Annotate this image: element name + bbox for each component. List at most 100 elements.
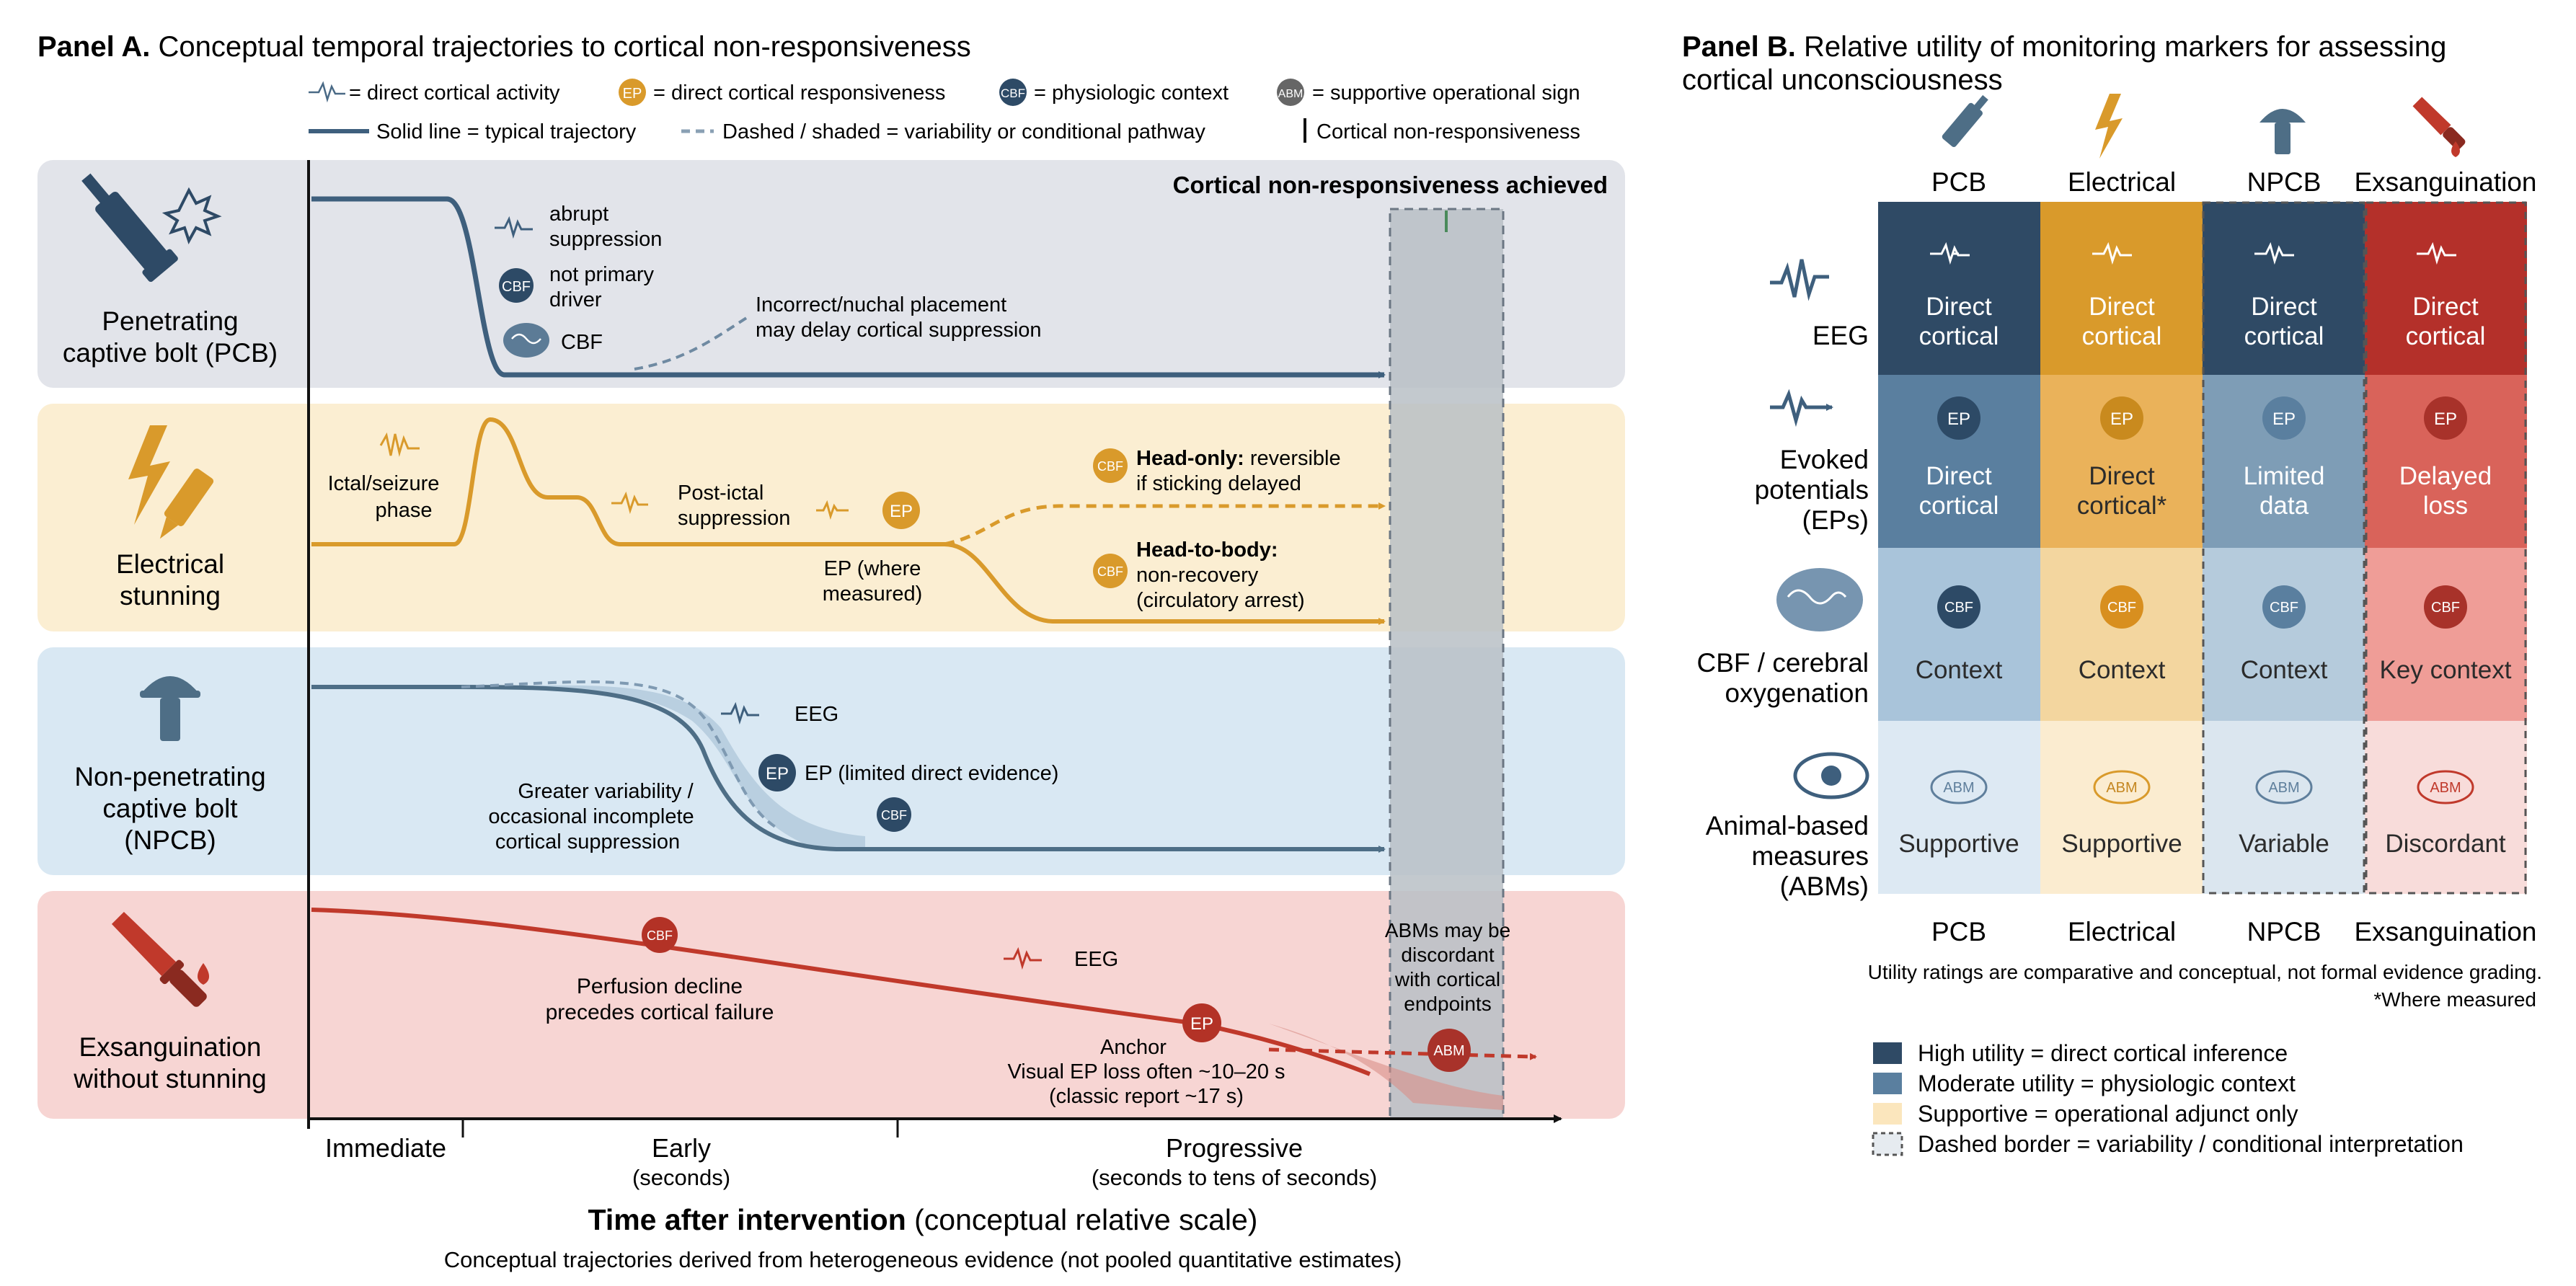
mushroom-bolt-icon — [140, 676, 200, 741]
svg-text:abrupt: abrupt — [549, 203, 608, 226]
col-header-npcb: NPCB — [2247, 167, 2322, 197]
eeg-wave-icon — [721, 701, 759, 725]
cbf-badge-icon — [2424, 585, 2467, 629]
svg-text:phase: phase — [375, 499, 432, 522]
panel-b-legend: High utility = direct cortical inference… — [1872, 1040, 2464, 1157]
svg-text:CBF: CBF — [561, 331, 603, 354]
svg-text:CBF: CBF — [1097, 564, 1123, 579]
eeg-wave-icon — [309, 81, 345, 103]
svg-text:EP: EP — [2110, 409, 2133, 429]
eeg-wave-icon — [2254, 241, 2294, 265]
svg-text:suppression: suppression — [678, 507, 790, 530]
svg-text:may delay cortical suppression: may delay cortical suppression — [756, 319, 1042, 342]
svg-text:Direct: Direct — [2412, 293, 2479, 321]
svg-text:ABMs may be: ABMs may be — [1385, 919, 1510, 941]
eeg-wave-icon — [2417, 241, 2456, 265]
cell-cbf-exsanguination — [2365, 548, 2527, 721]
svg-text:cortical: cortical — [2406, 322, 2486, 350]
abm-badge-icon — [2255, 770, 2313, 804]
electrode-icon — [159, 469, 214, 539]
exsang-variability-band — [1269, 1024, 1503, 1110]
svg-text:Incorrect/nuchal placement: Incorrect/nuchal placement — [756, 293, 1006, 316]
cbf-badge-icon — [642, 917, 678, 953]
svg-text:Supportive: Supportive — [2061, 830, 2182, 858]
row-pcb-bg — [37, 160, 1625, 388]
brain-icon — [503, 323, 549, 358]
svg-text:precedes cortical failure: precedes cortical failure — [546, 1001, 774, 1024]
panel-b-title: Panel B. Relative utility of monitoring … — [1682, 31, 2446, 63]
panel-b: Panel B. Relative utility of monitoring … — [1682, 31, 2542, 1157]
svg-text:CBF: CBF — [502, 279, 531, 295]
axis-title: Time after intervention (conceptual rela… — [588, 1203, 1258, 1236]
svg-text:High utility = direct cortical: High utility = direct cortical inference — [1918, 1040, 2288, 1066]
row-label-abm: Animal-based — [1706, 811, 1869, 841]
svg-text:driver: driver — [549, 288, 602, 311]
eeg-wave-icon — [1770, 259, 1829, 301]
svg-text:cortical: cortical — [1919, 322, 1999, 350]
svg-text:discordant: discordant — [1401, 944, 1494, 966]
cbf-badge-icon — [1093, 448, 1128, 483]
pcb-trajectory — [311, 196, 1386, 378]
exsang-trajectory — [311, 908, 1371, 1076]
svg-text:Context: Context — [2241, 656, 2328, 684]
cell-cbf-pcb — [1878, 548, 2040, 721]
svg-text:Exsanguination: Exsanguination — [79, 1032, 261, 1062]
col-header-exsanguination: Exsanguination — [2354, 167, 2536, 197]
footnote-where-measured: *Where measured — [2373, 988, 2536, 1011]
ep-badge-icon — [619, 79, 646, 106]
tick-early: Early — [652, 1133, 711, 1163]
cbf-badge-icon — [999, 79, 1027, 106]
svg-text:oxygenation: oxygenation — [1725, 678, 1869, 708]
tick-immediate: Immediate — [325, 1133, 446, 1163]
svg-text:Dashed border = variability /: Dashed border = variability / conditiona… — [1918, 1131, 2464, 1157]
svg-text:ABM: ABM — [1433, 1043, 1464, 1059]
row-label-cbf: CBF / cerebral — [1696, 648, 1869, 678]
knife-icon — [111, 911, 207, 1007]
svg-text:Supportive: Supportive — [1898, 830, 2019, 858]
svg-text:EP (limited direct evidence): EP (limited direct evidence) — [805, 762, 1058, 785]
captive-bolt-icon — [1942, 94, 1988, 147]
svg-text:Head-to-body:: Head-to-body: — [1136, 538, 1278, 562]
col-header-electrical: Electrical — [2068, 167, 2176, 197]
svg-text:Perfusion decline: Perfusion decline — [577, 975, 743, 998]
svg-text:(ABMs): (ABMs) — [1780, 872, 1869, 901]
svg-text:cortical: cortical — [2082, 322, 2162, 350]
svg-text:Moderate utility = physiologic: Moderate utility = physiologic context — [1918, 1070, 2296, 1096]
panel-a-title: Panel A. Conceptual temporal trajectorie… — [37, 31, 971, 63]
svg-text:CBF: CBF — [881, 808, 907, 822]
svg-text:without stunning: without stunning — [73, 1064, 266, 1094]
cbf-badge-icon — [499, 268, 534, 303]
abm-badge-icon — [1428, 1029, 1471, 1072]
svg-text:cortical unconsciousness: cortical unconsciousness — [1682, 64, 2003, 96]
svg-text:cortical: cortical — [2244, 322, 2324, 350]
cell-eeg-exsanguination — [2365, 202, 2527, 375]
svg-text:EP: EP — [623, 86, 642, 102]
row-electrical-bg — [37, 404, 1625, 631]
eeg-wave-icon — [495, 216, 533, 239]
cbf-badge-icon — [1093, 554, 1128, 588]
ep-badge-icon — [882, 492, 920, 529]
svg-text:non-recovery: non-recovery — [1136, 564, 1259, 587]
row-npcb: Non-penetrating captive bolt (NPCB) EEG … — [74, 676, 1386, 855]
ep-wave-icon — [1770, 389, 1833, 427]
svg-text:Greater variability /: Greater variability / — [518, 780, 694, 803]
brain-icon — [1776, 568, 1863, 631]
cell-cbf-npcb — [2203, 548, 2365, 721]
svg-text:CBF: CBF — [2107, 600, 2136, 616]
svg-text:Direct: Direct — [1926, 462, 1992, 490]
svg-text:potentials: potentials — [1755, 475, 1869, 505]
svg-text:Direct: Direct — [2089, 462, 2155, 490]
col-footer-exsanguination: Exsanguination — [2354, 917, 2536, 946]
row-exsang-bg — [37, 891, 1625, 1119]
swatch-high — [1873, 1042, 1902, 1064]
svg-text:EP: EP — [2434, 409, 2457, 429]
svg-text:EEG: EEG — [795, 703, 838, 726]
ep-badge-icon — [2262, 396, 2306, 440]
svg-text:Cortical non-responsiveness: Cortical non-responsiveness — [1316, 120, 1580, 143]
svg-text:cortical*: cortical* — [2077, 492, 2167, 520]
svg-text:(EPs): (EPs) — [1802, 505, 1869, 535]
svg-text:captive bolt: captive bolt — [102, 794, 238, 823]
cortical-nonresponsiveness-zone — [1389, 208, 1505, 1120]
swatch-dashed — [1872, 1132, 1903, 1156]
svg-text:if sticking delayed: if sticking delayed — [1136, 472, 1301, 495]
